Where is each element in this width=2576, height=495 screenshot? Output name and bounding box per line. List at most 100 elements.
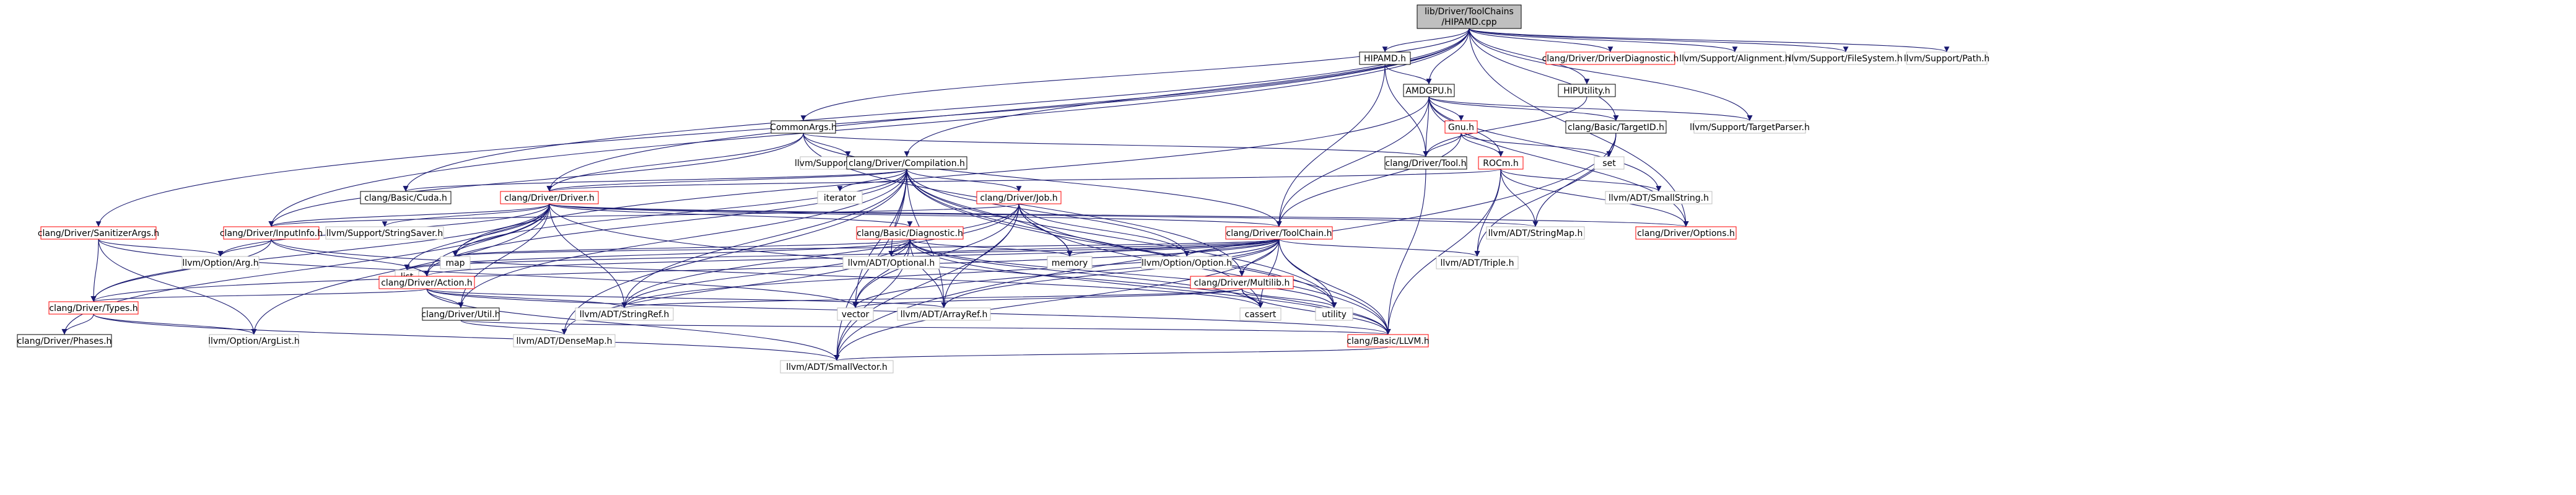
edge-toolchain-h-to-memory [1067, 239, 1280, 257]
edge-hipamd-h-to-toolchain-h [1276, 64, 1386, 227]
edge-types-h-to-phases-h [61, 313, 94, 335]
node-driver-h[interactable]: clang/Driver/Driver.h [500, 191, 599, 204]
node-stringref-h[interactable]: llvm/ADT/StringRef.h [575, 307, 674, 321]
node-stringsaver-h[interactable]: llvm/Support/StringSaver.h [325, 226, 444, 240]
node-commonargs-h[interactable]: CommonArgs.h [770, 120, 837, 134]
node-rocm-h[interactable]: ROCm.h [1478, 156, 1524, 170]
node-vector[interactable]: vector [837, 307, 874, 321]
svg-text:llvm/ADT/Triple.h: llvm/ADT/Triple.h [1441, 258, 1514, 268]
node-utility[interactable]: utility [1315, 307, 1353, 321]
edge-compilation-h-to-option-option-h [906, 169, 1190, 257]
node-stringmap-h[interactable]: llvm/ADT/StringMap.h [1486, 226, 1585, 240]
edge-sanitizerargs-h-to-option-arg-h [98, 239, 224, 257]
svg-text:cassert: cassert [1245, 310, 1277, 320]
edge-diagnostic-h-to-list [404, 239, 910, 271]
node-option-option-h[interactable]: llvm/Option/Option.h [1141, 256, 1233, 269]
edge-driver-h-to-types-h [90, 203, 550, 302]
node-filesystem-h[interactable]: llvm/Support/FileSystem.h [1789, 51, 1903, 65]
node-option-arg-h[interactable]: llvm/Option/Arg.h [181, 256, 260, 269]
edge-compilation-h-to-cuda-h [403, 169, 907, 192]
edge-inputinfo-h-to-action-h [271, 239, 430, 277]
node-amdgpu-h[interactable]: AMDGPU.h [1403, 84, 1455, 97]
node-job-h[interactable]: clang/Driver/Job.h [976, 191, 1062, 204]
edge-root-file-to-targetid-h [1469, 28, 1619, 121]
edge-targetid-h-to-triple-h [1474, 133, 1617, 257]
svg-text:clang/Driver/Action.h: clang/Driver/Action.h [381, 278, 473, 288]
edge-root-file-to-driver-h [546, 28, 1470, 192]
node-multilib-h[interactable]: clang/Driver/Multilib.h [1190, 276, 1294, 289]
svg-text:clang/Basic/LLVM.h: clang/Basic/LLVM.h [1347, 336, 1429, 346]
edge-driver-h-to-options-h [549, 203, 1688, 227]
node-inputinfo-h[interactable]: clang/Driver/InputInfo.h [220, 226, 323, 240]
node-hiputility-h[interactable]: HIPUtility.h [1558, 84, 1616, 97]
node-gnu-h[interactable]: Gnu.h [1444, 120, 1478, 134]
node-action-h[interactable]: clang/Driver/Action.h [378, 276, 475, 289]
edge-gnu-h-to-tool-h [1423, 133, 1462, 157]
svg-text:clang/Driver/ToolChain.h: clang/Driver/ToolChain.h [1226, 229, 1332, 239]
edge-multilib-h-to-vector [852, 288, 1242, 309]
node-smallstring-h[interactable]: llvm/ADT/SmallString.h [1605, 191, 1713, 204]
edge-toolchain-h-to-vector [852, 239, 1280, 309]
node-memory[interactable]: memory [1047, 256, 1093, 269]
edge-diagnostic-h-to-cassert [909, 239, 1264, 309]
node-types-h[interactable]: clang/Driver/Types.h [48, 301, 139, 315]
edge-root-file-to-amdgpu-h [1426, 28, 1470, 85]
svg-text:llvm/Support/Path.h: llvm/Support/Path.h [1904, 54, 1990, 64]
edge-driver-h-to-arglist-h [251, 203, 550, 335]
edge-compilation-h-to-stringref-h [621, 169, 907, 309]
edge-toolchain-h-to-triple-h [1278, 239, 1480, 257]
svg-text:llvm/Support/Alignment.h: llvm/Support/Alignment.h [1679, 54, 1791, 64]
edge-multilib-h-to-stringref-h [622, 288, 1242, 309]
node-smallvector-h[interactable]: llvm/ADT/SmallVector.h [780, 360, 894, 374]
edge-root-file-to-hiputility-h [1469, 28, 1590, 85]
edge-amdgpu-h-to-toolchain-h [1276, 96, 1430, 227]
svg-text:llvm/Option/ArgList.h: llvm/Option/ArgList.h [208, 336, 300, 346]
node-densemap-h[interactable]: llvm/ADT/DenseMap.h [513, 334, 616, 348]
node-cassert[interactable]: cassert [1239, 307, 1281, 321]
edge-action-h-to-types-h [91, 288, 427, 302]
edge-driver-h-to-action-h [424, 203, 550, 277]
svg-text:HIPUtility.h: HIPUtility.h [1563, 86, 1610, 96]
node-phases-h[interactable]: clang/Driver/Phases.h [17, 334, 112, 348]
node-alignment-h[interactable]: llvm/Support/Alignment.h [1679, 51, 1791, 65]
node-targetid-h[interactable]: clang/Basic/TargetID.h [1565, 120, 1667, 134]
node-tool-h[interactable]: clang/Driver/Tool.h [1384, 156, 1467, 170]
edge-compilation-h-to-llvm-h [906, 169, 1391, 335]
node-cuda-h[interactable]: clang/Basic/Cuda.h [360, 191, 452, 204]
node-map[interactable]: map [440, 256, 471, 269]
edge-toolchain-h-to-smallvector-h [834, 239, 1280, 361]
svg-text:clang/Basic/Diagnostic.h: clang/Basic/Diagnostic.h [857, 229, 963, 239]
node-compilation-h[interactable]: clang/Driver/Compilation.h [846, 156, 967, 170]
edge-diagnostic-h-to-vector [852, 239, 910, 309]
node-diagnostic-h[interactable]: clang/Basic/Diagnostic.h [856, 226, 964, 240]
node-sanitizerargs-h[interactable]: clang/Driver/SanitizerArgs.h [38, 226, 159, 240]
node-toolchain-h[interactable]: clang/Driver/ToolChain.h [1225, 226, 1333, 240]
edge-driver-h-to-stringref-h [549, 203, 627, 309]
node-hipamd-h[interactable]: HIPAMD.h [1359, 51, 1411, 65]
edge-driver-h-to-util-h [458, 203, 550, 309]
edge-rocm-h-to-options-h [1500, 169, 1689, 227]
edge-rocm-h-to-triple-h [1474, 169, 1501, 257]
node-path-h[interactable]: llvm/Support/Path.h [1904, 51, 1990, 65]
svg-text:llvm/Support/StringSaver.h: llvm/Support/StringSaver.h [326, 229, 443, 239]
edge-root-file-to-targetparser-h [1469, 28, 1753, 121]
node-iterator[interactable]: iterator [817, 191, 863, 204]
edge-root-file-to-filesystem-h [1469, 28, 1849, 53]
edge-job-h-to-stringref-h [621, 203, 1019, 309]
node-optional-h[interactable]: llvm/ADT/Optional.h [842, 256, 940, 269]
edge-root-file-to-commonargs-h [800, 28, 1470, 121]
node-options-h[interactable]: clang/Driver/Options.h [1635, 226, 1737, 240]
node-triple-h[interactable]: llvm/ADT/Triple.h [1436, 256, 1519, 269]
node-util-h[interactable]: clang/Driver/Util.h [421, 307, 500, 321]
edge-toolchain-h-to-arrayref-h [941, 239, 1280, 309]
node-driver-diagnostic-h[interactable]: clang/Driver/DriverDiagnostic.h [1542, 51, 1679, 65]
node-set[interactable]: set [1594, 156, 1625, 170]
node-llvm-h[interactable]: clang/Basic/LLVM.h [1347, 334, 1430, 348]
edge-toolchain-h-to-stringref-h [621, 239, 1280, 309]
node-targetparser-h[interactable]: llvm/Support/TargetParser.h [1690, 120, 1810, 134]
node-arglist-h[interactable]: llvm/Option/ArgList.h [208, 334, 300, 348]
edge-util-h-to-llvm-h [460, 320, 1391, 335]
node-arrayref-h[interactable]: llvm/ADT/ArrayRef.h [897, 307, 991, 321]
root-file-node[interactable]: lib/Driver/ToolChains /HIPAMD.cpp [1417, 4, 1522, 29]
